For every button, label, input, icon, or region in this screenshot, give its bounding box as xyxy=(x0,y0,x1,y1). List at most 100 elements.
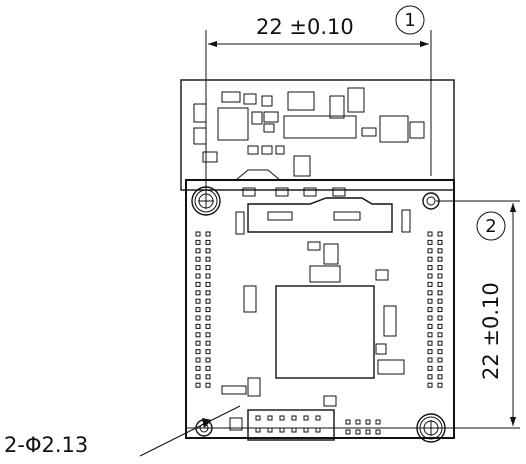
pin-pad xyxy=(195,256,201,262)
callout-number-1: 1 xyxy=(404,10,415,31)
pin-pad xyxy=(195,365,201,371)
pin-pad xyxy=(427,256,433,262)
hole-callout: 2-Φ2.13 xyxy=(4,405,241,457)
pin-pad xyxy=(437,265,443,271)
pin-pad xyxy=(195,248,201,254)
pin-pad xyxy=(267,427,273,433)
pin-pad xyxy=(437,374,443,380)
pin-pad xyxy=(279,415,285,421)
pin-pad xyxy=(195,265,201,271)
pin-pad xyxy=(195,273,201,279)
pin-pads xyxy=(195,231,443,435)
pin-pad xyxy=(315,427,321,433)
pin-pad xyxy=(345,419,351,425)
pin-pad xyxy=(205,298,211,304)
pin-pad xyxy=(427,231,433,237)
hole-diameter-text: 2-Φ2.13 xyxy=(4,433,88,457)
pin-pad xyxy=(205,281,211,287)
pin-pad xyxy=(437,365,443,371)
pin-pad xyxy=(255,427,261,433)
pin-pad xyxy=(437,273,443,279)
pin-pad xyxy=(427,365,433,371)
horizontal-dimension: 22 ±0.10 1 xyxy=(205,5,432,196)
pin-pad xyxy=(195,315,201,321)
pin-pad xyxy=(427,290,433,296)
pin-pad xyxy=(437,248,443,254)
pin-pad xyxy=(437,349,443,355)
pin-pad xyxy=(205,307,211,313)
pin-pad xyxy=(195,382,201,388)
pin-pad xyxy=(437,382,443,388)
pin-pad xyxy=(205,340,211,346)
pin-pad xyxy=(437,298,443,304)
pin-pad xyxy=(205,290,211,296)
pin-pad xyxy=(205,231,211,237)
pin-pad xyxy=(427,298,433,304)
pin-pad xyxy=(195,298,201,304)
pin-pad xyxy=(427,307,433,313)
pin-pad xyxy=(205,256,211,262)
pin-pad xyxy=(205,315,211,321)
pin-pad xyxy=(355,429,361,435)
pin-pad xyxy=(427,281,433,287)
pin-pad xyxy=(437,231,443,237)
pin-pad xyxy=(437,340,443,346)
pin-pad xyxy=(195,239,201,245)
callout-circle-1 xyxy=(395,5,425,35)
pin-pad xyxy=(437,290,443,296)
pin-pad xyxy=(205,374,211,380)
pin-pad xyxy=(195,340,201,346)
main-board-outline xyxy=(185,179,455,439)
pin-pad xyxy=(345,429,351,435)
pin-pad xyxy=(427,273,433,279)
pin-pad xyxy=(205,265,211,271)
pin-pad xyxy=(195,374,201,380)
pin-pad xyxy=(205,332,211,338)
pin-pad xyxy=(205,323,211,329)
pin-pad xyxy=(427,323,433,329)
pin-pad xyxy=(427,382,433,388)
pin-pad xyxy=(437,281,443,287)
pin-pad xyxy=(291,415,297,421)
upper-board-outline xyxy=(180,79,455,191)
pin-pad xyxy=(315,415,321,421)
pin-pad xyxy=(195,290,201,296)
pin-pad xyxy=(267,415,273,421)
pin-pad xyxy=(427,374,433,380)
main-board-components xyxy=(221,187,411,441)
pin-pad xyxy=(427,315,433,321)
pin-pad xyxy=(195,281,201,287)
pin-pad xyxy=(427,349,433,355)
upper-board-components xyxy=(193,87,425,181)
pin-pad xyxy=(437,323,443,329)
pin-pad xyxy=(195,332,201,338)
pin-pad xyxy=(205,239,211,245)
pin-pad xyxy=(205,365,211,371)
pin-pad xyxy=(427,265,433,271)
pin-pad xyxy=(195,349,201,355)
pin-pad xyxy=(303,415,309,421)
pin-pad xyxy=(195,231,201,237)
pin-pad xyxy=(195,307,201,313)
vertical-dimension-text: 22 ±0.10 xyxy=(479,282,503,380)
pin-pad xyxy=(437,239,443,245)
pin-pad xyxy=(355,419,361,425)
pin-pad xyxy=(427,357,433,363)
pin-pad xyxy=(427,332,433,338)
pin-pad xyxy=(375,419,381,425)
pin-pad xyxy=(375,429,381,435)
pin-pad xyxy=(205,357,211,363)
pin-pad xyxy=(427,239,433,245)
vertical-dimension: 22 ±0.10 2 xyxy=(186,200,520,429)
pin-pad xyxy=(427,340,433,346)
horizontal-dimension-text: 22 ±0.10 xyxy=(256,15,354,39)
pin-pad xyxy=(195,357,201,363)
pin-pad xyxy=(195,323,201,329)
pin-pad xyxy=(291,427,297,433)
pin-pad xyxy=(365,419,371,425)
pin-pad xyxy=(279,427,285,433)
pin-pad xyxy=(205,248,211,254)
pin-pad xyxy=(205,349,211,355)
pin-pad xyxy=(437,357,443,363)
